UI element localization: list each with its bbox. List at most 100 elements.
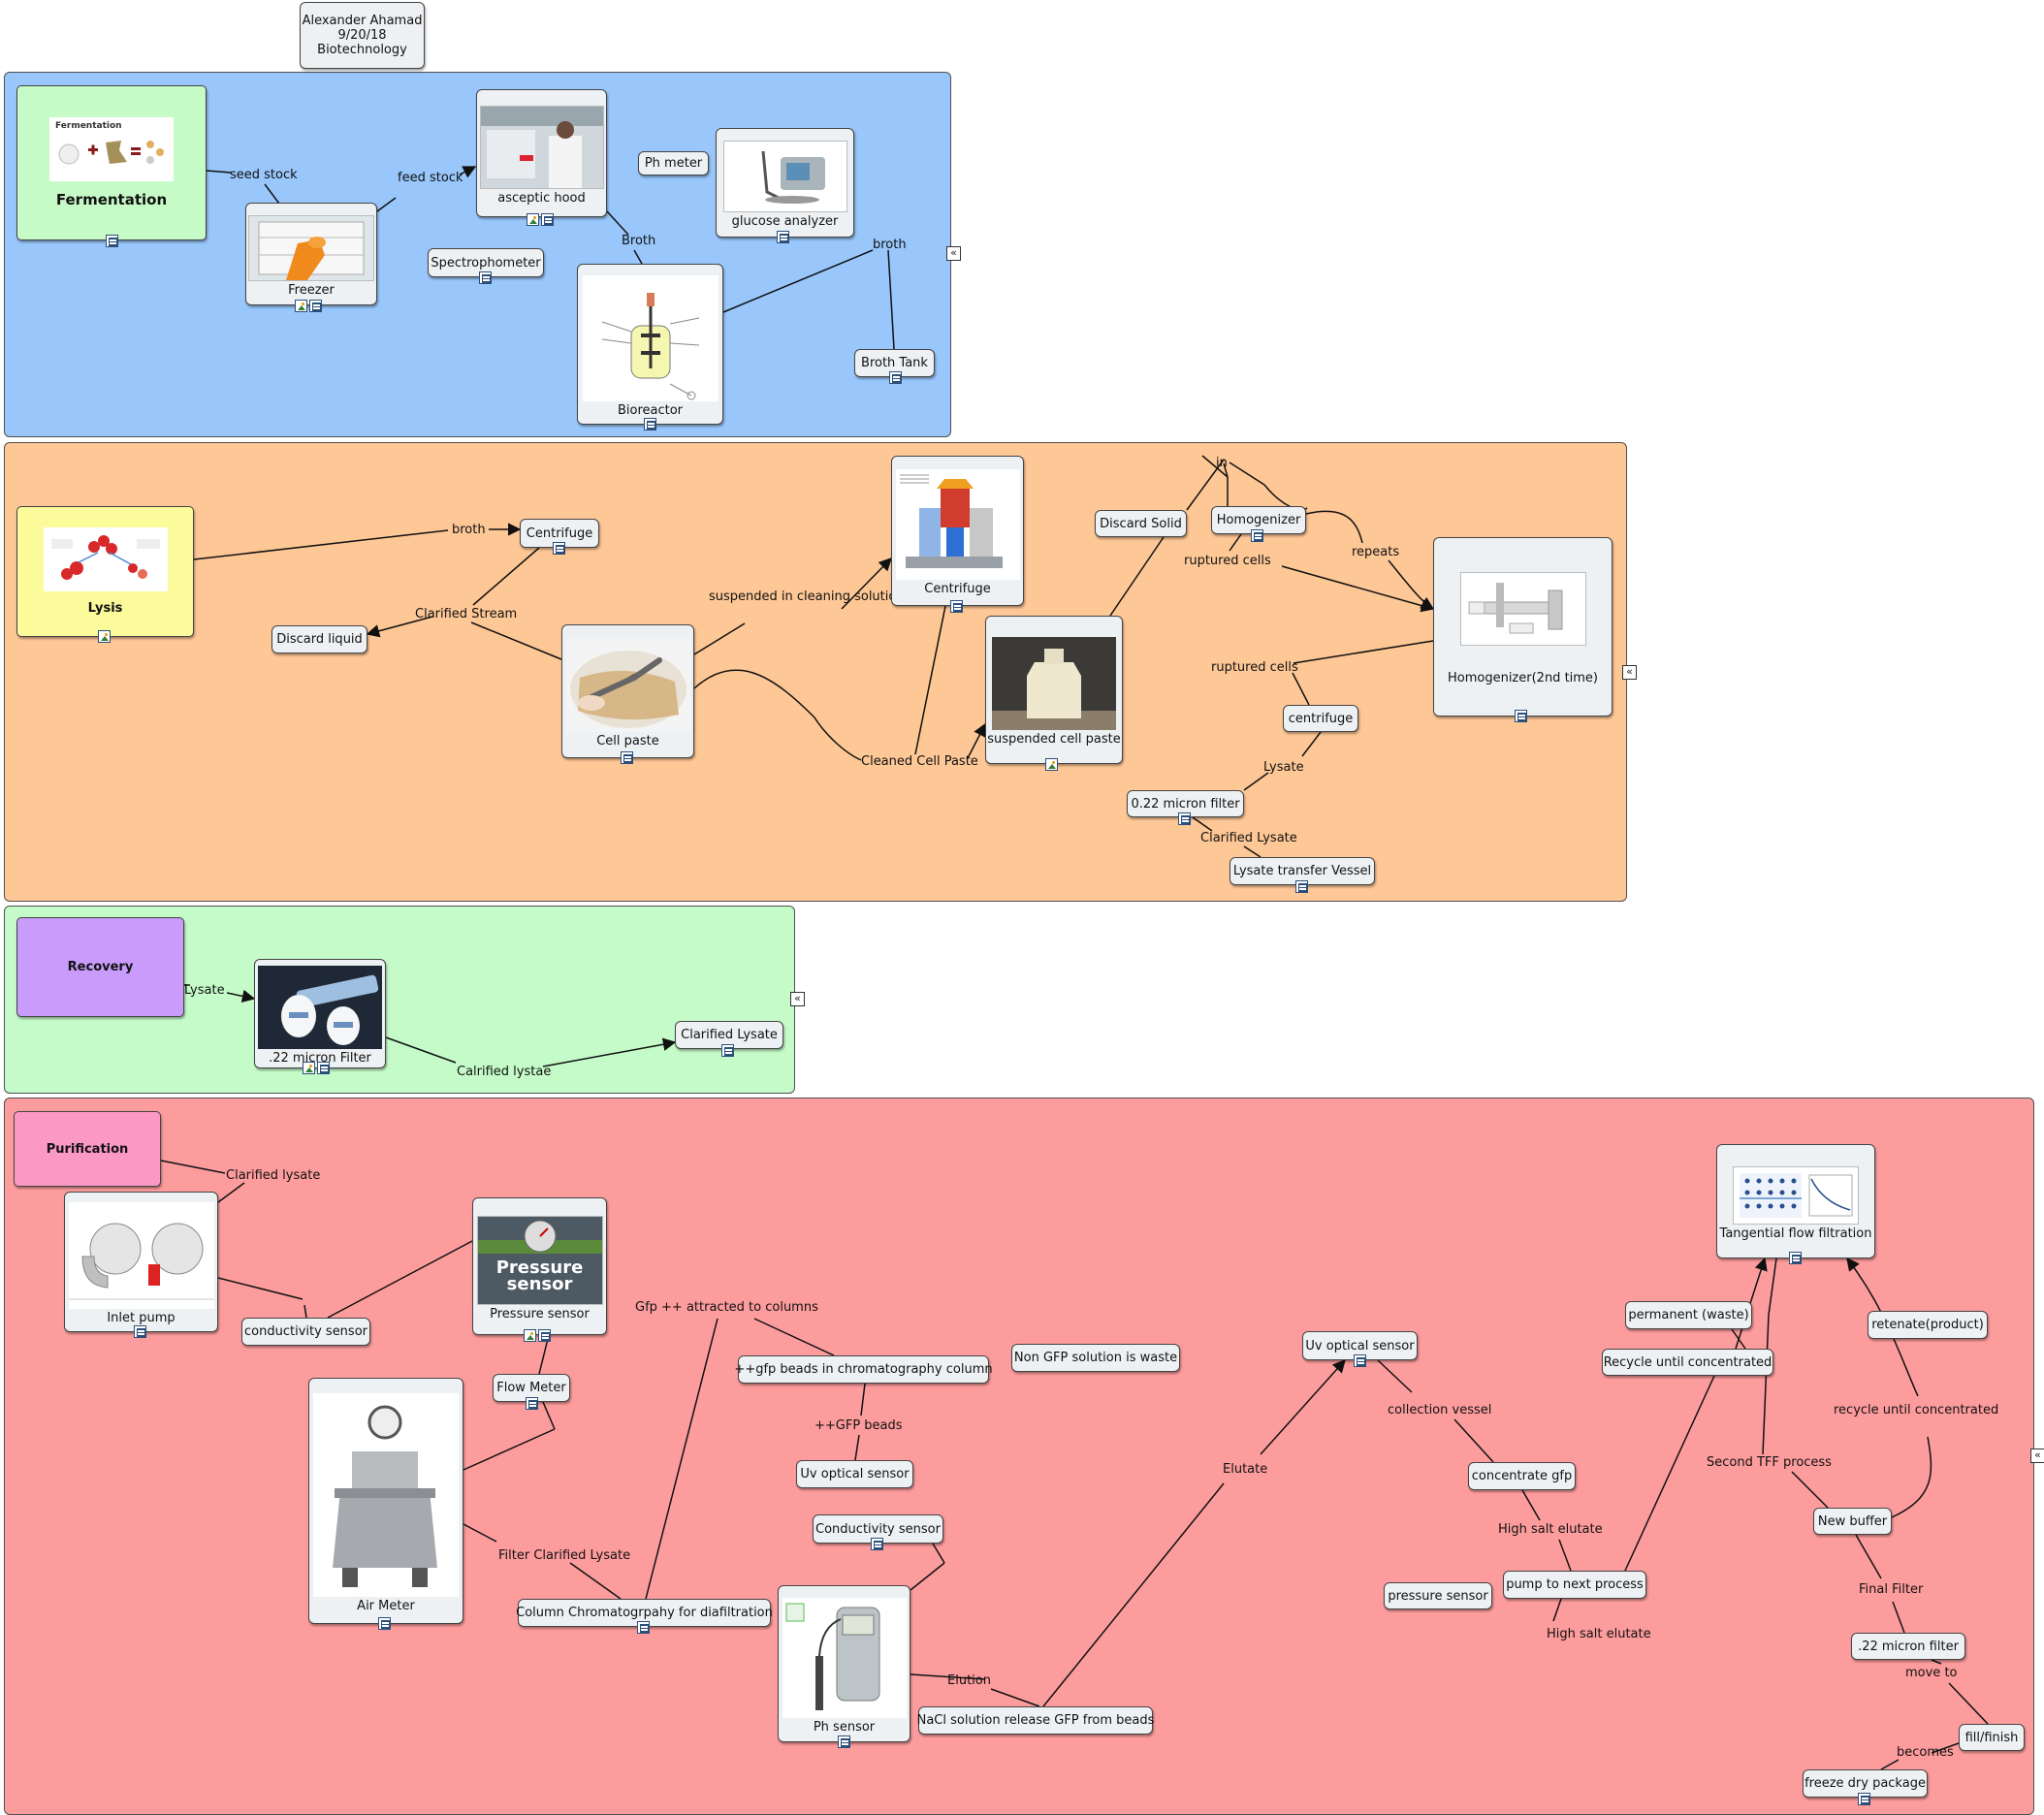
pressure-sensor-label: Pressure sensor: [490, 1306, 590, 1321]
conductivity-sensor-2-resources[interactable]: [871, 1538, 883, 1550]
collapse-icon[interactable]: «: [946, 246, 961, 261]
non-gfp-waste-label: Non GFP solution is waste: [1013, 1351, 1178, 1365]
bioreactor-node[interactable]: Bioreactor: [577, 264, 723, 425]
retenate-label: retenate(product): [1871, 1318, 1984, 1332]
document-icon: [378, 1617, 391, 1630]
glucose-analyzer-node[interactable]: glucose analyzer: [716, 128, 854, 238]
non-gfp-waste-node[interactable]: Non GFP solution is waste: [1011, 1344, 1180, 1372]
aseptic-hood-label: asceptic hood: [497, 190, 586, 206]
glucose-analyzer-resources[interactable]: [777, 231, 789, 243]
uv-sensor-right-resources[interactable]: [1354, 1354, 1366, 1367]
micron-filter-022-label: .22 micron filter: [1858, 1639, 1959, 1654]
document-icon: [621, 751, 633, 764]
document-icon: [541, 213, 554, 226]
nacl-release-label: NaCl solution release GFP from beads: [916, 1713, 1155, 1728]
fermentation-image-caption: Fermentation: [55, 121, 122, 131]
lysis-resources[interactable]: [98, 630, 111, 643]
micron-filter-022-node[interactable]: .22 micron filter: [1851, 1633, 1965, 1660]
retenate-node[interactable]: retenate(product): [1868, 1311, 1988, 1339]
lysate-vessel-label: Lysate transfer Vessel: [1232, 864, 1372, 878]
permanent-waste-node[interactable]: permanent (waste): [1625, 1301, 1752, 1329]
pump-next-node[interactable]: pump to next process: [1503, 1571, 1646, 1599]
recycle-concentrated-node[interactable]: Recycle until concentrated: [1602, 1349, 1773, 1376]
freezer-node[interactable]: Freezer: [245, 203, 377, 305]
discard-liquid-label: Discard liquid: [276, 632, 363, 647]
flow-meter-resources[interactable]: [526, 1397, 538, 1410]
image-icon: [524, 1329, 536, 1342]
collapse-icon[interactable]: «: [790, 992, 805, 1006]
micron-filter-node[interactable]: .22 micron Filter: [254, 959, 386, 1068]
lysis-heading[interactable]: Lysis: [16, 506, 194, 637]
fermentation-heading[interactable]: Fermentation Fermentation: [16, 85, 207, 240]
new-buffer-label: New buffer: [1817, 1513, 1888, 1529]
centrifuge-small-resources[interactable]: [553, 542, 565, 555]
author-name: Alexander Ahamad: [302, 14, 423, 28]
document-icon: [637, 1621, 650, 1634]
suspended-cell-paste-node[interactable]: suspended cell paste: [985, 616, 1123, 764]
discard-solid-node[interactable]: Discard Solid: [1095, 510, 1187, 537]
document-icon: [1251, 529, 1263, 542]
document-icon: [1354, 1354, 1366, 1367]
conductivity-sensor-node[interactable]: conductivity sensor: [241, 1318, 370, 1346]
fill-finish-node[interactable]: fill/finish: [1959, 1724, 2025, 1751]
air-meter-resources[interactable]: [378, 1617, 391, 1630]
suspended-cell-paste-resources[interactable]: [1045, 758, 1058, 771]
air-meter-node[interactable]: Air Meter: [308, 1378, 463, 1624]
concentrate-gfp-node[interactable]: concentrate gfp: [1468, 1462, 1576, 1490]
collapse-icon[interactable]: «: [2030, 1449, 2044, 1463]
flow-meter-node[interactable]: Flow Meter: [493, 1374, 570, 1402]
glucose-analyzer-label: glucose analyzer: [731, 214, 839, 229]
homogenizer-resources[interactable]: [1251, 529, 1263, 542]
pressure-sensor-small-node[interactable]: pressure sensor: [1384, 1582, 1492, 1609]
glucose-analyzer-image: [722, 141, 847, 212]
freeze-dry-resources[interactable]: [1858, 1793, 1870, 1805]
broth-tank-resources[interactable]: [889, 371, 902, 384]
cell-paste-node[interactable]: Cell paste: [561, 624, 694, 758]
bioreactor-resources[interactable]: [644, 418, 656, 430]
aseptic-hood-node[interactable]: asceptic hood: [476, 89, 607, 217]
micron-filter-image: [258, 966, 382, 1049]
freezer-resources[interactable]: [295, 300, 322, 312]
lysate-vessel-node[interactable]: Lysate transfer Vessel: [1230, 857, 1375, 885]
document-icon: [644, 418, 656, 430]
suspended-cell-paste-image: [992, 637, 1116, 730]
aseptic-hood-resources[interactable]: [527, 213, 554, 226]
ph-sensor-node[interactable]: Ph sensor: [778, 1585, 910, 1742]
centrifuge-big-resources[interactable]: [950, 600, 963, 613]
pressure-sensor-resources[interactable]: [524, 1329, 551, 1342]
ph-sensor-label: Ph sensor: [813, 1719, 876, 1735]
homogenizer-2-node[interactable]: Homogenizer(2nd time): [1433, 537, 1613, 716]
air-meter-label: Air Meter: [357, 1598, 415, 1613]
centrifuge-lower-node[interactable]: centrifuge: [1283, 705, 1358, 732]
micron-filter-resources[interactable]: [303, 1062, 330, 1074]
cell-paste-image: [565, 638, 690, 732]
document-icon: [538, 1329, 551, 1342]
recovery-heading[interactable]: Recovery: [16, 917, 184, 1017]
column-chromatography-label: Column Chromatogrpahy for diafiltration: [516, 1606, 773, 1620]
new-buffer-node[interactable]: New buffer: [1813, 1508, 1892, 1535]
homogenizer-2-resources[interactable]: [1515, 710, 1527, 722]
discard-liquid-node[interactable]: Discard liquid: [271, 625, 367, 653]
header-box[interactable]: Alexander Ahamad 9/20/18 Biotechnology: [300, 2, 425, 69]
purification-heading[interactable]: Purification: [14, 1111, 161, 1187]
spectrophotometer-resources[interactable]: [479, 271, 492, 284]
centrifuge-big-node[interactable]: Centrifuge: [891, 456, 1024, 606]
gfp-beads-column-node[interactable]: ++gfp beads in chromatography column: [734, 1355, 993, 1384]
tff-node[interactable]: Tangential flow filtration: [1716, 1144, 1875, 1258]
cell-paste-resources[interactable]: [621, 751, 633, 764]
cell-paste-label: Cell paste: [596, 733, 659, 748]
column-chromatography-resources[interactable]: [637, 1621, 650, 1634]
uv-sensor-left-node[interactable]: Uv optical sensor: [796, 1460, 913, 1488]
clarified-lysate-resources[interactable]: [721, 1044, 734, 1057]
filter-022-resources[interactable]: [1178, 812, 1191, 825]
nacl-release-node[interactable]: NaCl solution release GFP from beads: [917, 1706, 1154, 1735]
inlet-pump-node[interactable]: Inlet pump: [64, 1192, 218, 1332]
collapse-icon[interactable]: «: [1622, 665, 1637, 680]
fermentation-resources[interactable]: [106, 235, 118, 247]
tff-resources[interactable]: [1789, 1252, 1802, 1264]
lysate-vessel-resources[interactable]: [1295, 880, 1308, 893]
ph-sensor-resources[interactable]: [838, 1735, 850, 1748]
inlet-pump-resources[interactable]: [134, 1325, 146, 1338]
ph-meter-node[interactable]: Ph meter: [638, 151, 709, 175]
